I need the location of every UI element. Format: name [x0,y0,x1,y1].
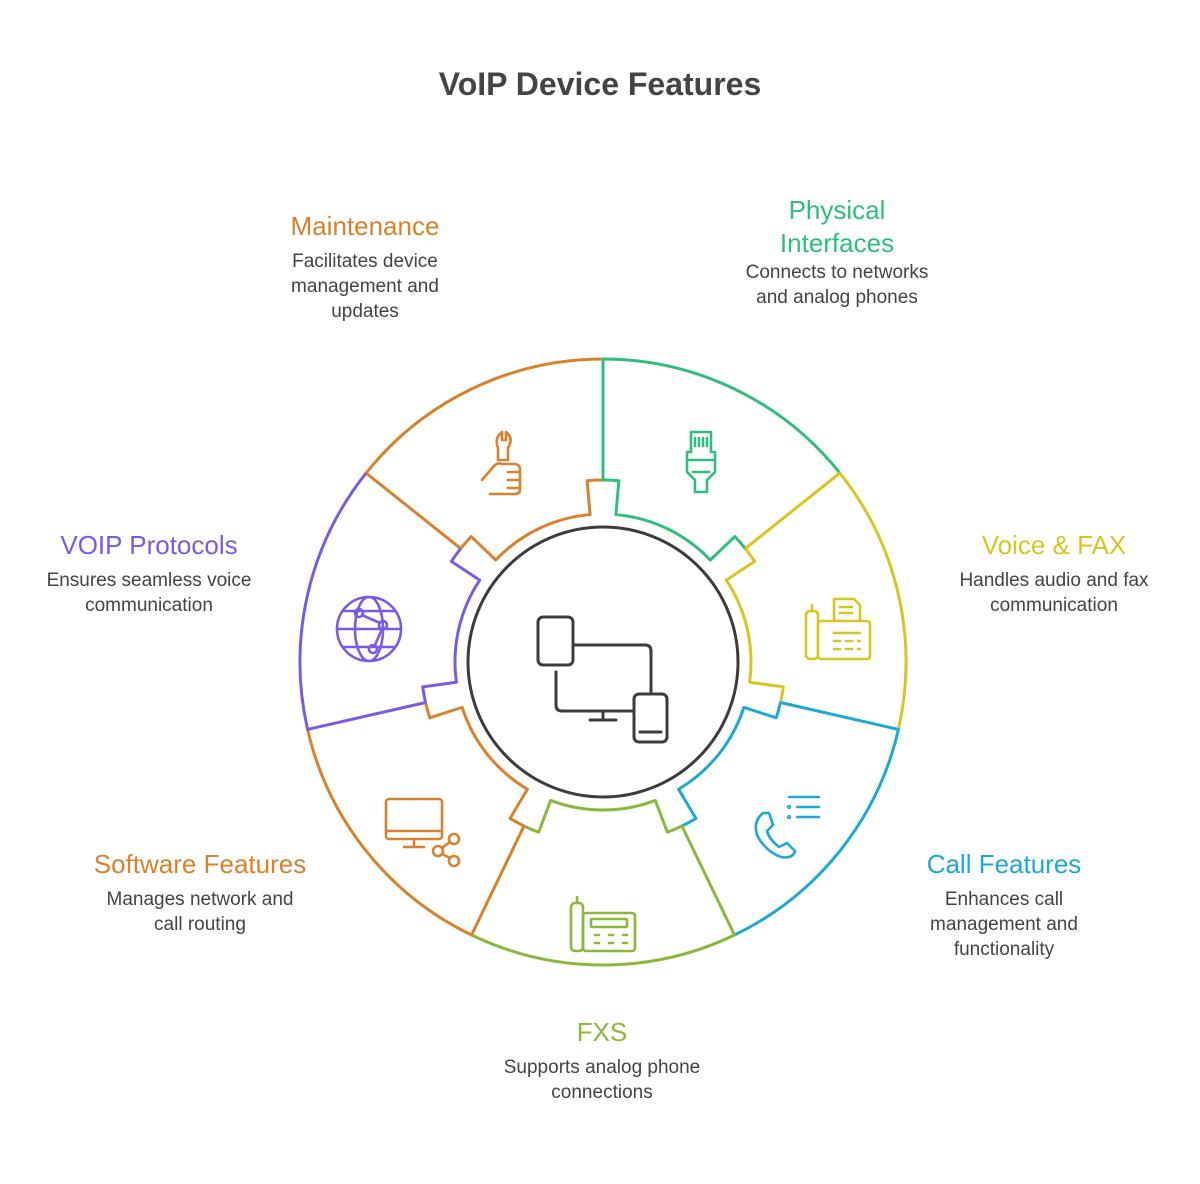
center-hub [466,525,740,799]
voice-fax-title: Voice & FAX [981,530,1127,560]
segment-software [306,702,529,937]
segment-inner-tab [677,702,782,828]
segment-fxs [470,798,736,967]
call-features-label: Call Features Enhances call management a… [888,848,1120,962]
segment-voice_fax [724,471,908,730]
voip-protocols-label: VOIP Protocols Ensures seamless voice co… [24,529,274,618]
fxs-description: Supports analog phone connections [503,1057,701,1103]
fax-machine-icon [804,597,872,661]
maintenance-description: Facilitates device management and update… [291,251,439,322]
wrench-hand-icon [480,430,522,496]
software-features-title: Software Features [93,849,307,879]
segment-inner-tab [424,702,529,828]
software-features-description: Manages network and call routing [106,889,294,935]
voip-protocols-title: VOIP Protocols [60,530,238,560]
ethernet-plug-icon [685,430,717,494]
page-title: VoIP Device Features [438,66,762,102]
segment-maintenance [364,357,604,562]
segment-inner-tab [421,547,482,703]
segment-outline [306,729,526,937]
segment-physical [601,357,842,562]
segment-inner-tab [724,547,785,703]
segment-outline [470,825,736,967]
segment-voip [298,472,482,731]
segment-outline [298,472,426,731]
segment-inner-tab [602,478,747,562]
phone-list-icon [754,795,821,859]
network-globe-icon [335,595,403,663]
call-features-title: Call Features [926,849,1082,879]
software-features-label: Software Features Manages network and ca… [70,848,330,937]
maintenance-label: Maintenance Facilitates device managemen… [250,210,480,324]
fxs-label: FXS Supports analog phone connections [470,1016,734,1105]
monitor-share-icon [384,797,461,868]
segment-outline [364,357,604,550]
segment-inner-tab [523,798,683,834]
physical-interfaces-label: Physical Interfaces Connects to networks… [722,194,952,310]
maintenance-title: Maintenance [290,211,440,241]
devices-icon [536,615,669,744]
segment-inner-tab [459,478,604,562]
physical-interfaces-title: Physical Interfaces [779,195,895,258]
fxs-title: FXS [576,1017,628,1047]
call-features-description: Enhances call management and functionali… [930,889,1078,960]
physical-interfaces-description: Connects to networks and analog phones [745,262,929,308]
segment-outline [733,701,900,937]
segment-outline [744,471,908,730]
segment-outline [601,357,842,480]
voice-fax-description: Handles audio and fax communication [959,570,1149,616]
desk-phone-icon [569,895,637,953]
segment-call [677,701,900,937]
voice-fax-label: Voice & FAX Handles audio and fax commun… [938,529,1170,618]
voip-protocols-description: Ensures seamless voice communication [46,570,252,616]
